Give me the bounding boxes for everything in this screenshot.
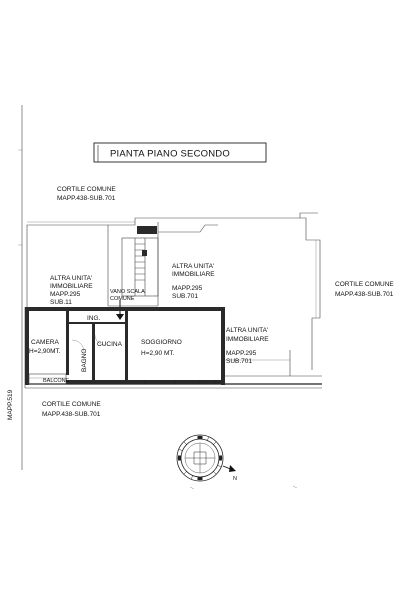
svg-text:MAPP.295: MAPP.295 [226,350,257,357]
unit-right-label: ALTRA UNITA' IMMOBILIARE MAPP.295 SUB.70… [226,327,269,365]
north-arrow-icon [229,465,236,472]
cortile-top-line2: MAPP.438-SUB.701 [57,195,116,202]
title-box: PIANTA PIANO SECONDO [93,142,267,163]
svg-text:MAPP.295: MAPP.295 [50,291,81,298]
svg-text:ALTRA UNITA': ALTRA UNITA' [226,327,268,334]
cortile-bottom-line2: MAPP.438-SUB.701 [42,411,101,418]
svg-text:IMMOBILIARE: IMMOBILIARE [50,283,93,290]
room-cucina-name: CUCINA [97,341,123,348]
room-ing-name: ING. [87,315,101,322]
cortile-top-line1: CORTILE COMUNE [57,186,116,193]
apartment-walls [25,307,225,385]
plan-title: PIANTA PIANO SECONDO [110,149,230,160]
svg-text:ALTRA UNITA': ALTRA UNITA' [172,263,214,270]
mapp-519-label: MAPP.519 [7,389,14,420]
svg-text:ALTRA UNITA': ALTRA UNITA' [50,275,92,282]
vano-scala-label-line2: COMUNE [110,296,135,302]
room-soggiorno-height: H=2,90 MT. [141,350,175,357]
balcony [28,373,67,385]
svg-text:MAPP.295: MAPP.295 [172,285,203,292]
vano-scala-label-line1: VANO SCALA [110,289,145,295]
compass-rose: N [176,434,237,482]
room-camera-height: H=2,90MT. [29,348,61,355]
svg-text:SUB.701: SUB.701 [226,358,252,365]
cortile-right-line2: MAPP.438-SUB.701 [335,291,394,298]
svg-text:IMMOBILIARE: IMMOBILIARE [226,336,269,343]
room-soggiorno-name: SOGGIORNO [141,339,182,346]
room-balcone-name: BALCONE [43,378,70,384]
stair-core [108,226,159,320]
cortile-bottom-line1: CORTILE COMUNE [42,401,101,408]
svg-text:SUB.11: SUB.11 [50,299,72,306]
room-camera-name: CAMERA [31,339,59,346]
north-label: N [233,476,237,482]
svg-text:SUB.701: SUB.701 [172,293,198,300]
unit-center-label: ALTRA UNITA' IMMOBILIARE MAPP.295 SUB.70… [172,263,215,300]
room-bagno-name: BAGNO [81,349,88,372]
cortile-right-line1: CORTILE COMUNE [335,281,394,288]
unit-left-label: ALTRA UNITA' IMMOBILIARE MAPP.295 SUB.11 [50,275,93,306]
svg-text:IMMOBILIARE: IMMOBILIARE [172,271,215,278]
